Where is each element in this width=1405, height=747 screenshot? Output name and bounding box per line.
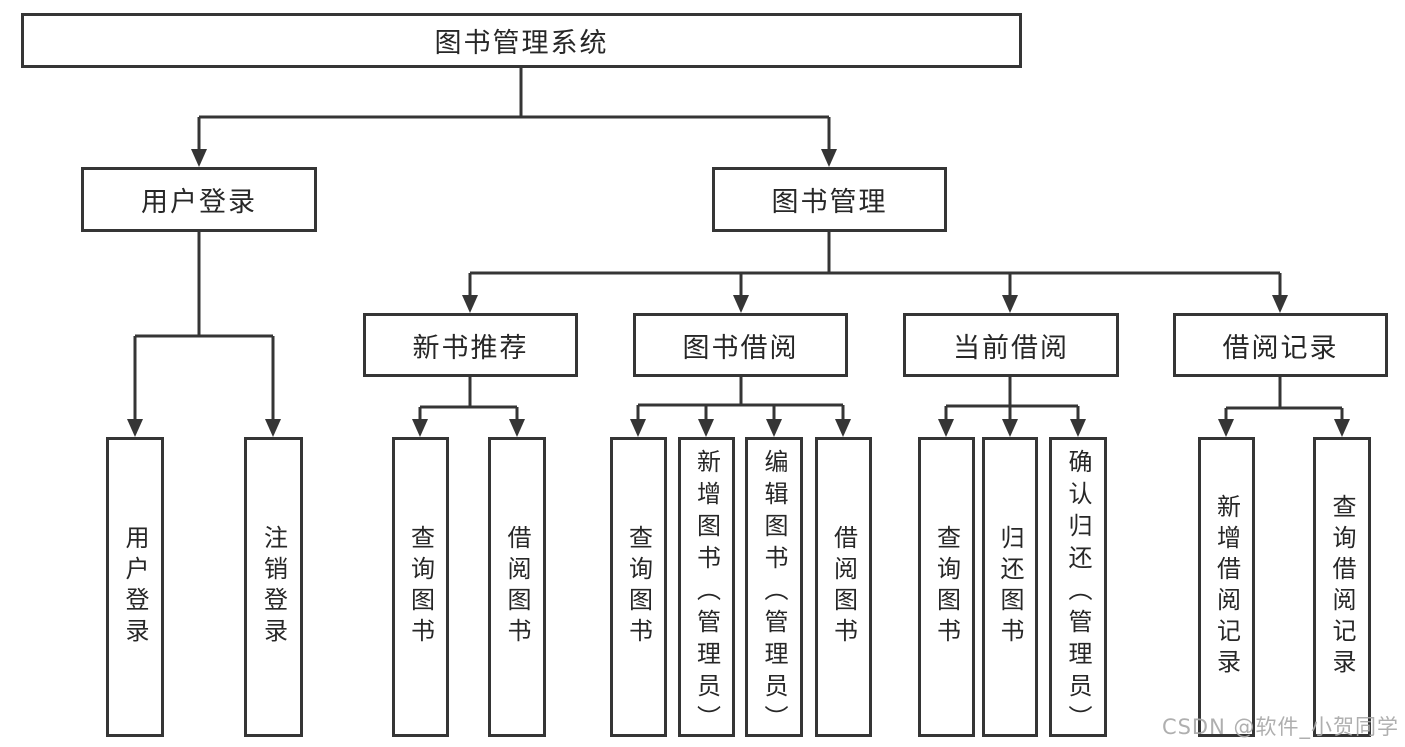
- leaf-bb-add-books-admin: 新增图书（管理员）: [678, 437, 735, 737]
- leaf-cb-query-books: 查询图书: [918, 437, 975, 737]
- node-book-management: 图书管理: [712, 167, 947, 232]
- leaf-label: 确认归还（管理员）: [1064, 449, 1092, 737]
- leaf-label: 查询图书: [932, 525, 961, 649]
- leaf-label: 编辑图书（管理员）: [760, 449, 788, 737]
- node-current-borrow: 当前借阅: [903, 313, 1119, 377]
- node-label: 图书管理系统: [434, 28, 609, 59]
- leaf-cb-return-books: 归还图书: [982, 437, 1038, 737]
- leaf-label: 新增借阅记录: [1212, 494, 1241, 680]
- node-book-borrow: 图书借阅: [633, 313, 848, 377]
- node-user-login: 用户登录: [81, 167, 317, 232]
- node-label: 借阅记录: [1222, 332, 1339, 364]
- leaf-label: 归还图书: [996, 525, 1024, 649]
- leaf-label: 借阅图书: [503, 525, 531, 649]
- leaf-bb-borrow-books: 借阅图书: [815, 437, 872, 737]
- leaf-label: 新增图书（管理员）: [692, 449, 721, 737]
- leaf-br-add-borrow-record: 新增借阅记录: [1198, 437, 1255, 737]
- node-label: 用户登录: [141, 187, 257, 218]
- leaf-br-query-borrow-record: 查询借阅记录: [1313, 437, 1371, 737]
- leaf-label: 查询图书: [624, 525, 653, 649]
- node-label: 新书推荐: [412, 332, 529, 364]
- leaf-label: 注销登录: [259, 525, 288, 649]
- leaf-label: 借阅图书: [829, 525, 858, 649]
- leaf-logout: 注销登录: [244, 437, 303, 737]
- leaf-nbr-borrow-books: 借阅图书: [488, 437, 546, 737]
- node-label: 当前借阅: [953, 332, 1069, 364]
- leaf-bb-edit-books-admin: 编辑图书（管理员）: [745, 437, 803, 737]
- leaf-nbr-query-books: 查询图书: [392, 437, 449, 737]
- node-new-book-recommend: 新书推荐: [363, 313, 578, 377]
- leaf-label: 查询图书: [406, 525, 435, 649]
- leaf-bb-query-books: 查询图书: [610, 437, 667, 737]
- node-label: 图书借阅: [682, 332, 799, 364]
- leaf-label: 查询借阅记录: [1328, 494, 1356, 680]
- leaf-cb-confirm-return-admin: 确认归还（管理员）: [1049, 437, 1107, 737]
- leaf-user-login: 用户登录: [106, 437, 164, 737]
- leaf-label: 用户登录: [121, 525, 149, 649]
- node-label: 图书管理: [771, 187, 888, 218]
- node-library-management-system: 图书管理系统: [21, 13, 1022, 68]
- node-borrow-records: 借阅记录: [1173, 313, 1388, 377]
- csdn-watermark: CSDN @软件_小贺同学: [1161, 715, 1399, 739]
